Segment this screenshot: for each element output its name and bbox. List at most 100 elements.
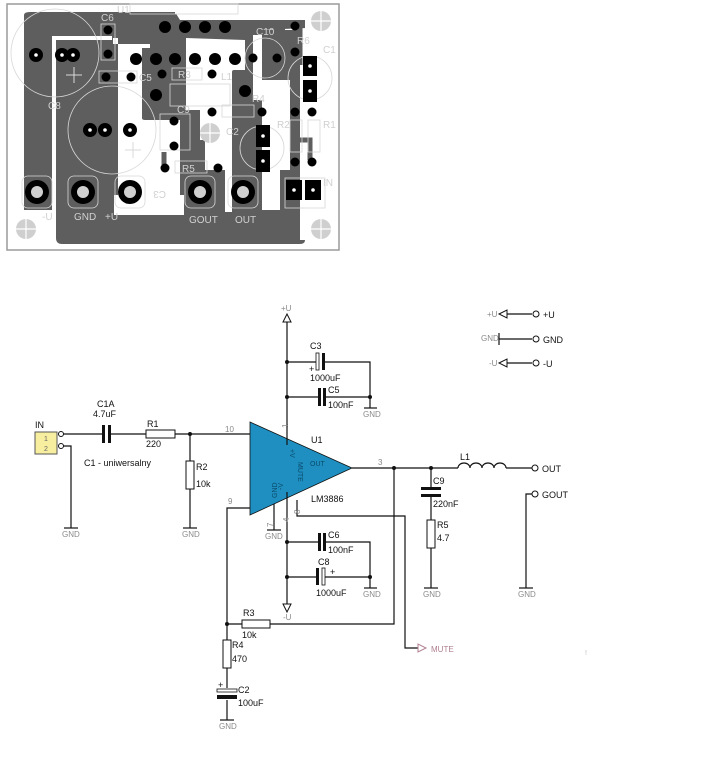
c3-plate-pos	[315, 352, 320, 371]
r5-name: R5	[437, 520, 449, 530]
legend-net-plus-u: +U	[487, 310, 498, 319]
mounting-hole	[200, 123, 220, 143]
mounting-hole	[311, 11, 331, 31]
terminal-outline	[21, 175, 53, 209]
r1-resistor	[145, 429, 176, 439]
plus-u-label: +U	[281, 304, 292, 313]
opamp-pin-label-vplus: +V	[288, 449, 295, 458]
input-pin2: 2	[44, 446, 48, 453]
r5-resistor	[426, 519, 436, 549]
pcb-label-c1: C1	[323, 45, 336, 56]
out-terminal[interactable]	[531, 464, 539, 472]
c8-plus-mark	[66, 67, 82, 83]
r5-value: 4.7	[437, 533, 450, 543]
pcb-terminal-gnd: GND	[74, 212, 96, 223]
legend-pin-minus-u: -U	[543, 359, 553, 369]
c8-name: C8	[318, 557, 330, 567]
pcb-terminal-plus-u: +U	[105, 212, 118, 223]
pcb-trace	[292, 95, 313, 160]
pcb-pad-holes	[34, 53, 315, 192]
legend-net-gnd: GND	[481, 334, 499, 343]
gout-terminal[interactable]	[531, 490, 539, 498]
junction	[368, 575, 372, 579]
gout-label: GOUT	[542, 490, 569, 500]
stray-mark: !	[585, 650, 587, 657]
opamp-part: LM3886	[311, 494, 344, 504]
legend-terminal-minus-u[interactable]	[532, 359, 540, 367]
pcb-terminal-minus-u: -U	[42, 212, 53, 223]
pcb-gap	[253, 35, 262, 100]
r2-resistor	[185, 460, 195, 490]
pcb-label-c6: C6	[101, 13, 114, 24]
legend-terminal-gnd[interactable]	[532, 335, 540, 343]
c3-plus-mark	[125, 142, 141, 158]
terminal-outline	[114, 175, 146, 209]
wire-r3-feedback	[227, 468, 395, 625]
r3-name: R3	[243, 608, 255, 618]
c3-outline	[67, 85, 157, 175]
power-legend: +U +U GND GND -U -U	[481, 309, 564, 369]
r4-outline	[221, 104, 255, 118]
c2-gnd-label: GND	[219, 722, 237, 731]
input-gnd-label: GND	[62, 530, 80, 539]
mute-arrow	[417, 643, 428, 653]
pcb-trace	[226, 23, 303, 65]
pcb-label-l1: L1	[221, 72, 233, 83]
plus-u-arrow	[282, 312, 292, 323]
wire-gout	[525, 493, 532, 588]
c3-plate-neg	[322, 353, 325, 370]
pcb-gap	[262, 80, 290, 210]
r1-name: R1	[147, 419, 159, 429]
r1-value: 220	[146, 439, 161, 449]
wire-in-gnd	[63, 445, 72, 528]
pcb-terminal-in: IN	[323, 178, 333, 189]
opamp-pin-label-gnd: GND	[272, 482, 279, 498]
wire-c6	[287, 541, 371, 577]
c2-value: 100uF	[238, 698, 264, 708]
junction	[392, 466, 396, 470]
r5-gnd-label: GND	[423, 590, 441, 599]
c2-name: C2	[238, 685, 250, 695]
c8-plate-neg	[316, 568, 319, 585]
terminal-outline	[67, 175, 99, 209]
r1-outline	[307, 119, 321, 153]
legend-terminal-plus-u[interactable]	[532, 310, 540, 318]
opamp-gnd-label: GND	[265, 532, 283, 541]
mute-label: MUTE	[431, 645, 454, 654]
c6-value: 100nF	[328, 545, 354, 555]
pin-in-plus: 10	[225, 425, 234, 434]
pcb-label-r6: R6	[297, 36, 310, 47]
r4-name: R4	[232, 640, 244, 650]
pcb-label-c10: C10	[256, 27, 275, 38]
r2-outline	[289, 119, 303, 153]
pin-gnd: 7	[266, 522, 275, 527]
c5-plate-right	[323, 388, 326, 406]
c6-plate-right	[323, 533, 326, 551]
r3-value: 10k	[242, 630, 257, 640]
input-connector[interactable]	[34, 431, 58, 455]
pin-v-minus: 4	[282, 517, 291, 522]
r2-name: R2	[196, 462, 208, 472]
l1-name: L1	[460, 452, 470, 462]
c8-value: 1000uF	[316, 588, 347, 598]
c5-gnd-label: GND	[363, 410, 381, 419]
u1-outline	[129, 3, 239, 15]
c5-plate-left	[318, 388, 321, 406]
r4-value: 470	[232, 654, 247, 664]
c6-plate-left	[318, 533, 321, 551]
c10-outline	[244, 37, 286, 79]
c5-outline	[98, 70, 138, 84]
pcb-trace	[273, 28, 285, 55]
opamp-lm3886[interactable]	[249, 421, 353, 516]
r4-resistor	[222, 639, 232, 669]
in-connector-outline	[284, 177, 326, 209]
c3-value: 1000uF	[310, 373, 341, 383]
pcb-gap	[52, 36, 56, 211]
c5-name: C5	[328, 385, 340, 395]
wire-c8	[287, 576, 371, 588]
legend-arrow-plus-u	[497, 309, 508, 319]
c3-name: C3	[310, 341, 322, 351]
pin-out: 3	[378, 458, 383, 467]
opamp-pin-label-out: OUT	[310, 461, 326, 468]
